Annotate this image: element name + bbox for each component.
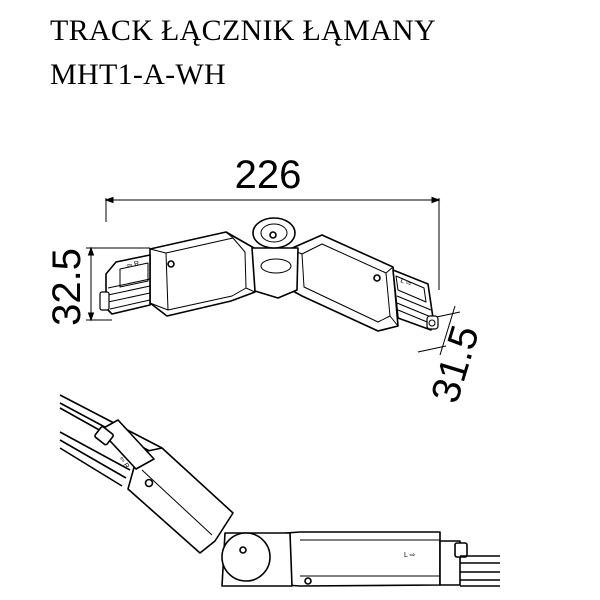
screw-icon [304,577,312,585]
center-hinge [251,217,299,299]
screw-icon [144,478,154,488]
bottom-left-housing [94,419,155,470]
bottom-center-hinge [221,532,293,587]
bottom-right-arm [285,531,441,587]
pivot-icon [269,231,277,239]
dimension-226 [104,196,441,290]
height-dimension-label: 32.5 [45,248,89,326]
bottom-right-track [439,540,500,587]
screw-icon [167,260,175,268]
length-dimension-label: 226 [235,153,302,197]
connector-bottom-view [59,394,500,587]
bottom-left-arm [127,447,234,554]
left-marking-top: ⇦ R [126,260,140,270]
right-arm [289,234,399,332]
screw-icon [373,274,381,282]
left-arm [149,231,256,317]
left-track-end [99,254,151,315]
pivot-icon [239,546,247,554]
product-title: TRACK ŁĄCZNIK ŁĄMANY [50,14,436,47]
right-track-end [392,269,439,331]
dimension-32-5 [86,246,150,322]
right-marking-bottom: L ⇨ [404,552,416,559]
width-dimension-label: 31.5 [423,321,488,408]
connector-top-view [99,217,439,332]
right-marking-top: L ⇨ [399,277,412,288]
product-code: MHT1-A-WH [50,58,226,91]
